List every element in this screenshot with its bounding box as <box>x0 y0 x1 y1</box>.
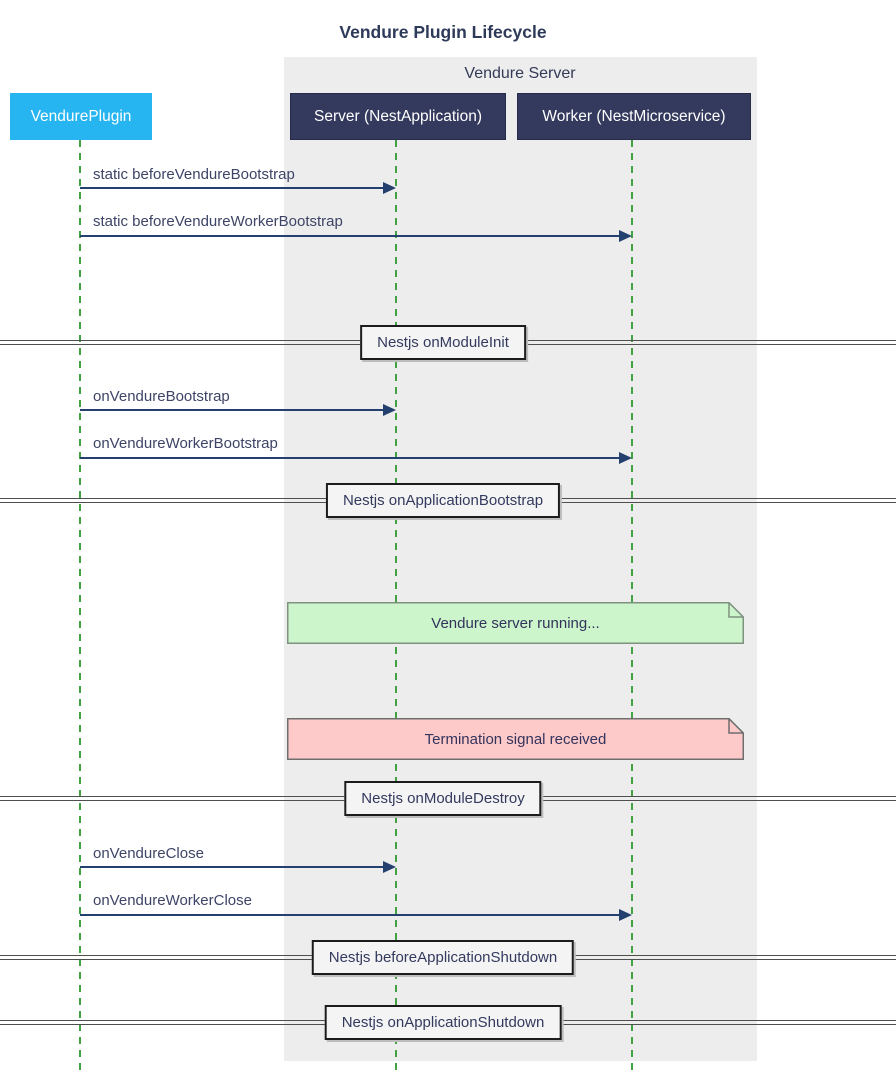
note-shape-icon <box>287 718 744 760</box>
message-arrow-line <box>80 866 385 868</box>
arrow-right-icon <box>619 452 632 464</box>
note-termination-signal-text: Termination signal received <box>424 730 607 748</box>
vendure-server-group-box <box>284 57 757 1061</box>
message-arrow-line <box>80 457 621 459</box>
actor-worker-nest-microservice: Worker (NestMicroservice) <box>517 93 751 140</box>
divider-on-module-init: Nestjs onModuleInit <box>360 325 526 360</box>
diagram-title: Vendure Plugin Lifecycle <box>339 22 547 42</box>
actor-worker-label: Worker (NestMicroservice) <box>542 107 726 125</box>
message-arrow-line <box>80 187 385 189</box>
arrow-right-icon <box>383 404 396 416</box>
divider-on-application-bootstrap: Nestjs onApplicationBootstrap <box>325 483 561 518</box>
message-label-on-vendure-bootstrap: onVendureBootstrap <box>93 388 230 405</box>
note-server-running: Vendure server running... <box>287 602 744 644</box>
actor-vendure-plugin-label: VendurePlugin <box>30 107 132 125</box>
actor-vendure-plugin: VendurePlugin <box>10 93 152 140</box>
message-arrow-line <box>80 235 621 237</box>
message-label-on-vendure-worker-close: onVendureWorkerClose <box>93 892 252 909</box>
note-termination-signal: Termination signal received <box>287 718 744 760</box>
message-label-static-before-vendure-worker-bootstrap: static beforeVendureWorkerBootstrap <box>93 213 343 230</box>
arrow-right-icon <box>619 230 632 242</box>
divider-on-application-shutdown: Nestjs onApplicationShutdown <box>324 1005 562 1040</box>
actor-server-nest-application: Server (NestApplication) <box>290 93 506 140</box>
vendure-server-group-label: Vendure Server <box>464 65 576 82</box>
message-label-on-vendure-close: onVendureClose <box>93 845 204 862</box>
message-label-on-vendure-worker-bootstrap: onVendureWorkerBootstrap <box>93 435 278 452</box>
actor-server-label: Server (NestApplication) <box>314 107 482 125</box>
arrow-right-icon <box>619 909 632 921</box>
message-arrow-line <box>80 914 621 916</box>
note-shape-icon <box>287 602 744 644</box>
arrow-right-icon <box>383 861 396 873</box>
divider-on-module-destroy: Nestjs onModuleDestroy <box>344 781 542 816</box>
arrow-right-icon <box>383 182 396 194</box>
lifeline-vendure-plugin <box>79 140 81 1072</box>
note-server-running-text: Vendure server running... <box>431 614 600 632</box>
message-label-static-before-vendure-bootstrap: static beforeVendureBootstrap <box>93 166 295 183</box>
message-arrow-line <box>80 409 385 411</box>
divider-before-application-shutdown: Nestjs beforeApplicationShutdown <box>311 940 575 975</box>
